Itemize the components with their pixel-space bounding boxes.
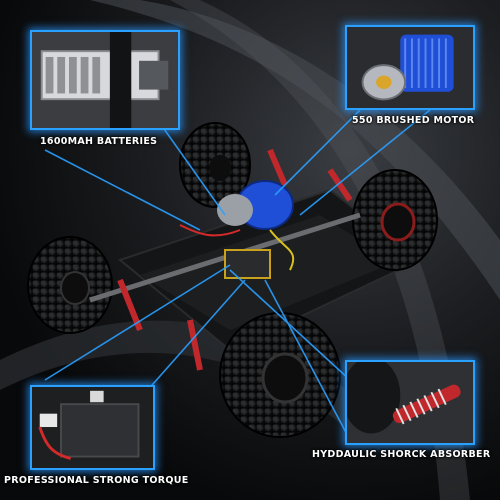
label-absorber: HYDDAULIC SHORCK ABSORBER xyxy=(312,449,491,460)
wheel-front-right xyxy=(352,169,438,271)
inset-torque xyxy=(30,385,155,470)
label-motor: 550 BRUSHED MOTOR xyxy=(352,115,475,126)
wheel-rear-left xyxy=(27,236,113,334)
receiver-box-icon xyxy=(32,387,153,468)
label-torque: PROFESSIONAL STRONG TORQUE xyxy=(4,475,189,486)
shock-absorber-icon xyxy=(347,362,473,443)
receiver-on-car xyxy=(224,249,271,279)
wheel-rear-right xyxy=(219,312,341,438)
label-batteries: 1600MAH BATTERIES xyxy=(40,136,158,147)
electric-motor-icon xyxy=(347,27,473,108)
inset-batteries xyxy=(30,30,180,130)
inset-motor xyxy=(345,25,475,110)
battery-pack-icon xyxy=(32,32,178,128)
inset-absorber xyxy=(345,360,475,445)
